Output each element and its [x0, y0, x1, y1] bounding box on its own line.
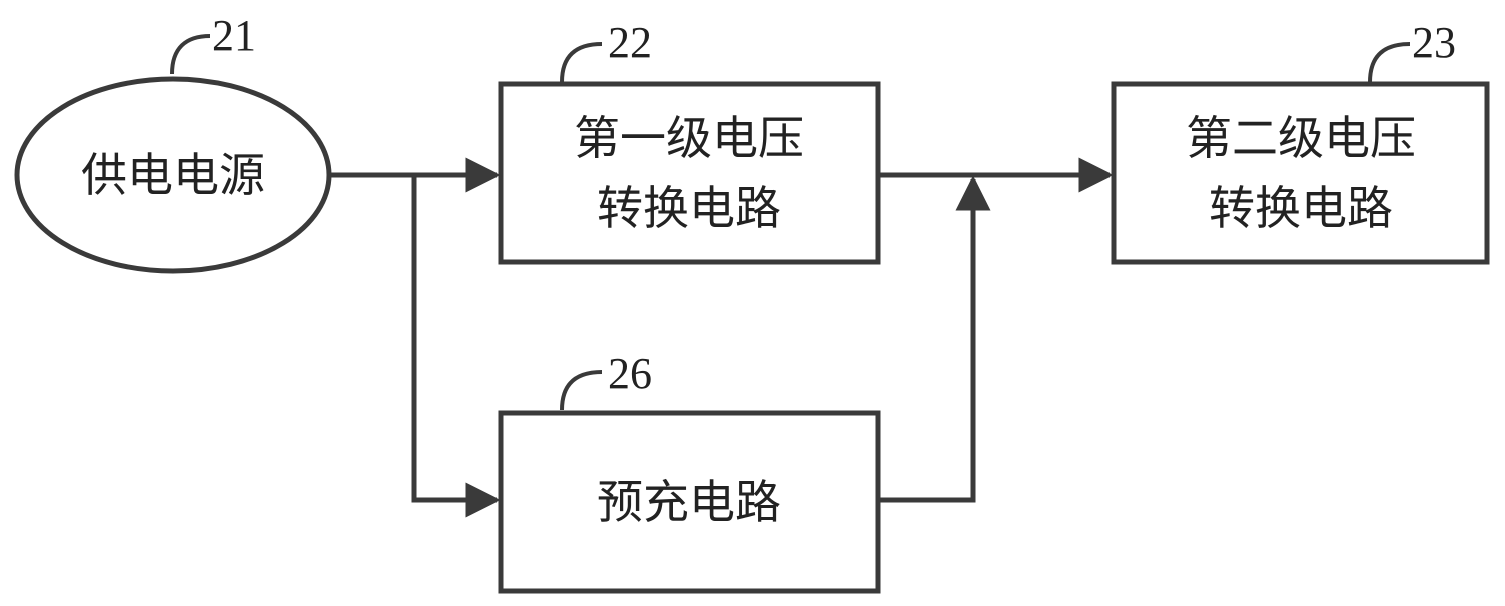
precharge-box [498, 410, 881, 594]
second-stage-ref-callout: 23 [1368, 18, 1456, 83]
precharge-node: 预充电路 [498, 410, 881, 594]
first-stage-box [498, 81, 881, 265]
power-supply-ref-callout: 21 [170, 11, 256, 75]
precharge-label: 预充电路 [597, 475, 781, 529]
power-supply-leader-line [170, 34, 211, 75]
power-supply-label: 供电电源 [81, 148, 265, 202]
first-stage-ref-callout: 22 [560, 18, 652, 83]
first-stage-ref-number: 22 [608, 18, 652, 67]
power-supply-node: 供电电源 [14, 76, 332, 274]
precharge-leader-line [560, 370, 603, 411]
edge-precharge-to-second-stage [878, 175, 991, 503]
second-stage-leader-line [1368, 42, 1411, 83]
first-stage-label-line2: 转换电路 [597, 181, 781, 235]
first-stage-label-line1: 第一级电压 [574, 111, 804, 165]
connectors [329, 157, 1114, 518]
power-supply-ref-number: 21 [212, 11, 256, 60]
precharge-ref-number: 26 [608, 349, 652, 398]
first-stage-node: 第一级电压 转换电路 [498, 81, 881, 265]
edge-power-to-precharge [411, 175, 501, 518]
precharge-ref-callout: 26 [560, 349, 652, 411]
second-stage-node: 第二级电压 转换电路 [1111, 81, 1490, 265]
first-stage-leader-line [560, 42, 603, 83]
second-stage-label-line2: 转换电路 [1209, 181, 1393, 235]
second-stage-ref-number: 23 [1412, 18, 1456, 67]
second-stage-label-line1: 第二级电压 [1186, 111, 1416, 165]
second-stage-box [1111, 81, 1490, 265]
